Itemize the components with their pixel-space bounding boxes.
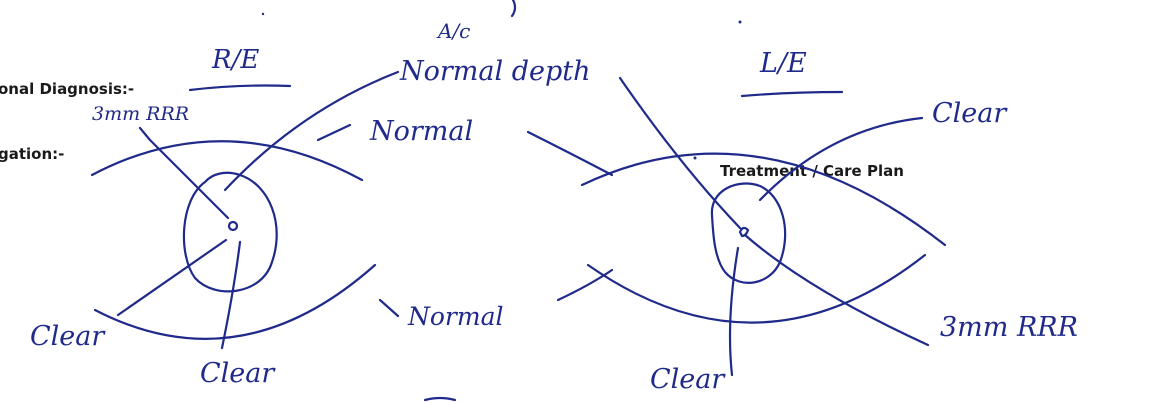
right-eye-cornea-label: Clear (30, 321, 106, 352)
left-eye-lower-lid (588, 255, 925, 323)
right-eye-lens-label: Clear (200, 358, 276, 389)
left-eye-upper-lid (582, 154, 945, 245)
right-eye-ac-tag: A/c (436, 19, 470, 43)
stray-dot (694, 157, 697, 160)
right-eye-iris (184, 173, 277, 292)
left-eye-title-underline (742, 92, 842, 96)
right-eye-lower-lid-label: Normal (407, 302, 503, 331)
left-eye-iris (712, 184, 785, 283)
stray-dot (739, 21, 742, 24)
right-eye-upper-lid-label: Normal (369, 116, 473, 147)
right-eye-cornea-leader (118, 240, 226, 315)
right-eye-ac-label: Normal depth (399, 56, 591, 87)
right-eye-title-underline (190, 86, 290, 91)
cross-stroke (528, 132, 612, 175)
right-eye-pupil (229, 222, 237, 230)
right-eye-lower-lid-leader (380, 300, 398, 316)
right-eye-title: R/E (211, 45, 259, 75)
left-eye-lens-label: Clear (650, 364, 726, 395)
left-eye-pupil-leader (745, 235, 928, 345)
left-eye-cornea-leader (760, 118, 922, 200)
right-eye-pupil-label: 3mm RRR (92, 103, 189, 125)
stray-dot (262, 13, 264, 15)
right-eye-upper-lid (92, 141, 362, 180)
left-eye-pupil-label: 3mm RRR (940, 312, 1078, 343)
left-eye-lens-leader (730, 248, 738, 375)
left-eye-cornea-label: Clear (932, 98, 1008, 129)
left-eye-title: L/E (759, 48, 807, 79)
stray-mark (425, 398, 455, 400)
stray-mark (512, 0, 515, 16)
right-eye-upper-lid-leader (318, 125, 350, 140)
right-eye-lens-leader (222, 242, 240, 348)
